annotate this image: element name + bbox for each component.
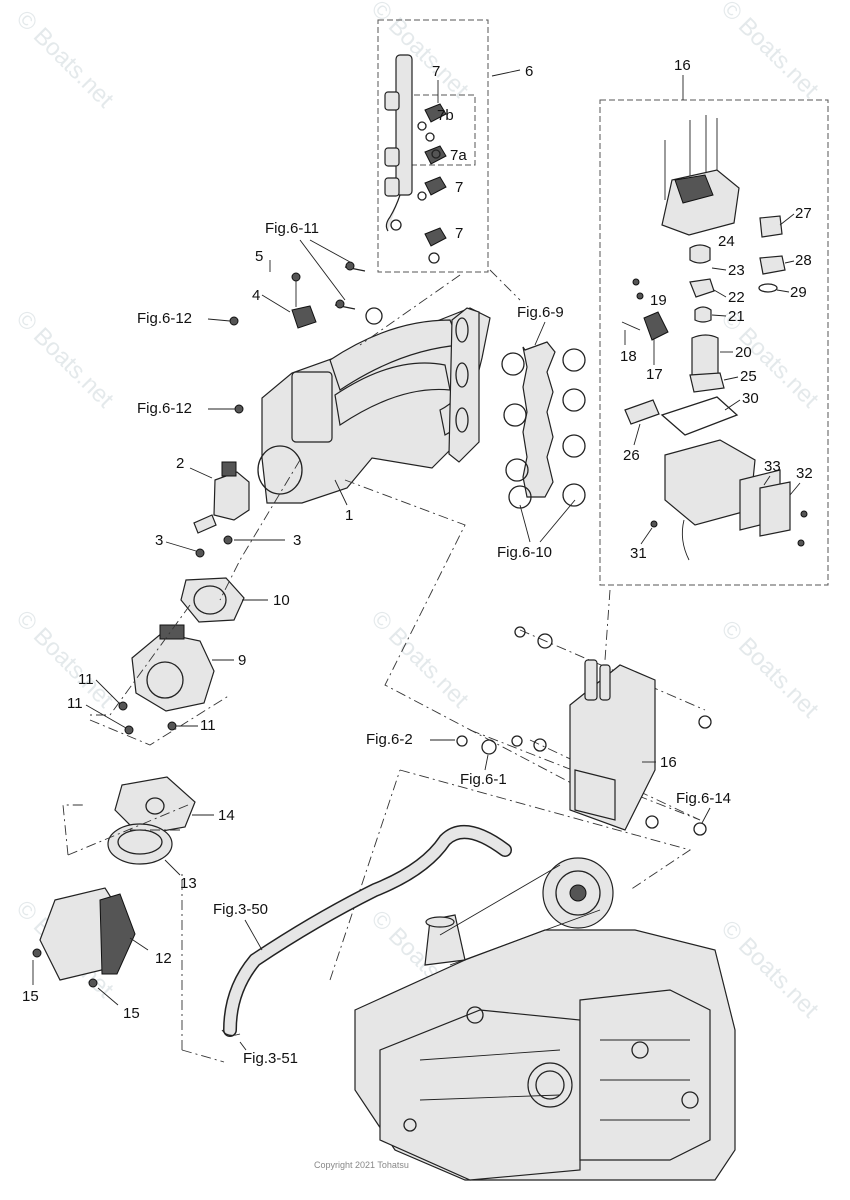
part-number-7: 7: [455, 179, 463, 196]
part-number-28: 28: [795, 252, 812, 269]
fig-ref-6-12: Fig.6-12: [137, 400, 192, 417]
vapor-separator: [456, 626, 712, 836]
part-number-3: 3: [155, 532, 163, 549]
fig-ref-6-10: Fig.6-10: [497, 544, 552, 561]
part-number-17: 17: [646, 366, 663, 383]
fuel-rail-assembly: [384, 54, 413, 232]
watermark: © Boats.net: [366, 605, 474, 713]
part-number-14: 14: [218, 807, 235, 824]
part-number-11: 11: [78, 671, 94, 688]
fig-ref-6-12: Fig.6-12: [137, 310, 192, 327]
fig-ref-6-11: Fig.6-11: [265, 220, 319, 237]
fig-ref-6-1: Fig.6-1: [460, 771, 507, 788]
intake-manifold: [229, 261, 491, 504]
part-number-16: 16: [674, 57, 691, 74]
watermark: © Boats.net: [716, 615, 824, 723]
watermark: © Boats.net: [716, 915, 824, 1023]
watermark: © Boats.net: [11, 305, 119, 413]
part-number-20: 20: [735, 344, 752, 361]
manifold-gaskets: [501, 341, 586, 509]
watermark: © Boats.net: [11, 5, 119, 113]
fig-ref-6-2: Fig.6-2: [366, 731, 413, 748]
watermark: © Boats.net: [716, 0, 824, 103]
fig-ref-6-14: Fig.6-14: [676, 790, 731, 807]
watermark: © Boats.net: [11, 605, 119, 713]
part-number-11: 11: [200, 717, 216, 734]
fuel-injectors: [417, 103, 447, 264]
part-number-9: 9: [238, 652, 246, 669]
injector-group-box: [377, 19, 489, 273]
part-number-32: 32: [796, 465, 813, 482]
part-number-5: 5: [255, 248, 263, 265]
assembly-lines: [62, 269, 706, 1063]
engine-block: [354, 857, 736, 1181]
part-number-18: 18: [620, 348, 637, 365]
intake-silencer: [32, 887, 136, 988]
part-number-11: 11: [67, 695, 83, 712]
part-number-1: 1: [345, 507, 353, 524]
part-number-29: 29: [790, 284, 807, 301]
intake-plate: [114, 776, 196, 836]
part-number-31: 31: [630, 545, 647, 562]
part-number-21: 21: [728, 308, 745, 325]
part-number-27: 27: [795, 205, 812, 222]
fig-ref-3-50: Fig.3-50: [213, 901, 268, 918]
part-number-7a: 7a: [450, 147, 467, 164]
part-number-15: 15: [123, 1005, 140, 1022]
part-number-10: 10: [273, 592, 290, 609]
fig-ref-3-51: Fig.3-51: [243, 1050, 298, 1067]
idle-speed-valve: [193, 461, 250, 534]
throttle-gasket: [180, 577, 245, 623]
part-number-3: 3: [293, 532, 301, 549]
part-number-7b: 7b: [437, 107, 454, 124]
watermark: © Boats.net: [366, 0, 474, 103]
part-number-19: 19: [650, 292, 667, 309]
part-number-33: 33: [764, 458, 781, 475]
part-number-2: 2: [176, 455, 184, 472]
part-number-6: 6: [525, 63, 533, 80]
fig-ref-6-9: Fig.6-9: [517, 304, 564, 321]
part-number-12: 12: [155, 950, 172, 967]
part-number-22: 22: [728, 289, 745, 306]
part-number-23: 23: [728, 262, 745, 279]
throttle-body: [118, 624, 215, 735]
copyright-text: Copyright 2021 Tohatsu: [314, 1160, 409, 1170]
part-number-24: 24: [718, 233, 735, 250]
part-number-16: 16: [660, 754, 677, 771]
part-number-30: 30: [742, 390, 759, 407]
breather-hose: [221, 825, 512, 1037]
fuel-pump-module-parts: [621, 115, 808, 561]
part-number-25: 25: [740, 368, 757, 385]
part-number-4: 4: [252, 287, 260, 304]
fuel-pump-module-box: [599, 99, 829, 586]
part-number-7: 7: [455, 225, 463, 242]
part-number-15: 15: [22, 988, 39, 1005]
part-number-7: 7: [432, 63, 440, 80]
part-number-13: 13: [180, 875, 197, 892]
part-number-26: 26: [623, 447, 640, 464]
